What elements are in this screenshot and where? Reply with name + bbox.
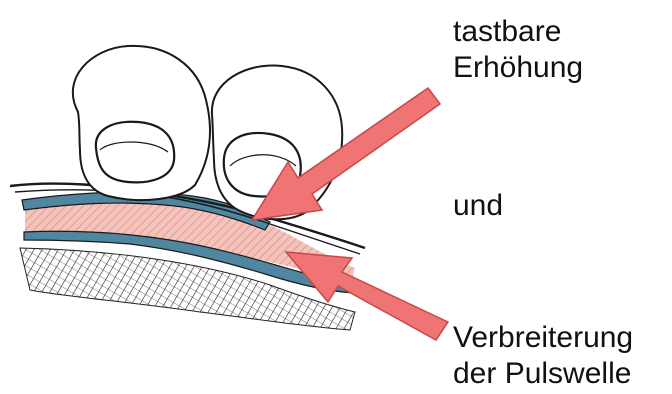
label-and: und: [453, 188, 503, 224]
label-palpable-elevation: tastbare Erhöhung: [453, 14, 583, 86]
label-palpable-elevation-line2: Erhöhung: [453, 50, 583, 86]
label-pulse-widening-line2: der Pulswelle: [453, 356, 633, 392]
arrow-lower: [286, 252, 448, 340]
label-pulse-widening-line1: Verbreiterung: [453, 320, 633, 356]
label-palpable-elevation-line1: tastbare: [453, 14, 583, 50]
label-pulse-widening: Verbreiterung der Pulswelle: [453, 320, 633, 392]
left-fingernail: [96, 122, 174, 183]
